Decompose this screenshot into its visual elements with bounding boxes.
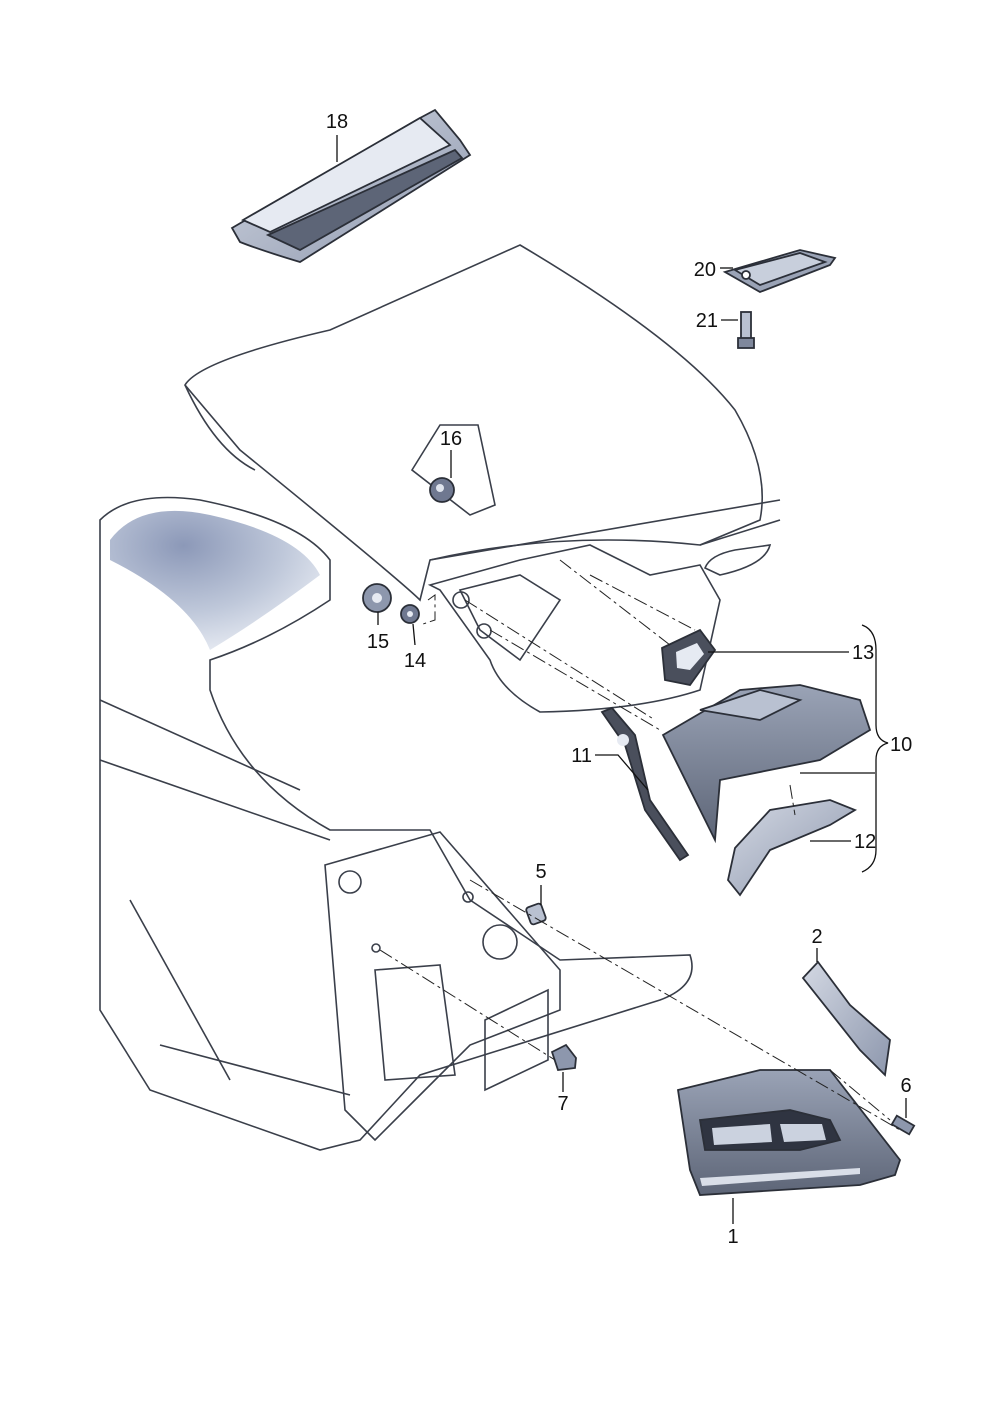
tail-light-cavity [324,831,561,1142]
boot-lid [184,244,781,602]
callout-20: 20 [694,259,716,281]
part-20-number-plate-light [722,249,837,293]
callout-6: 6 [900,1075,911,1097]
part-2-trim [801,960,891,1077]
callout-2: 2 [811,926,822,948]
part-21-screw [737,311,755,349]
alignment-lines [379,559,901,1131]
part-11-gasket [600,706,690,862]
callout-1: 1 [727,1226,738,1248]
callout-14: 14 [404,650,426,672]
trunk-inner-panel [427,544,721,713]
part-6-screw [890,1114,916,1136]
part-10-inner-tail-light [661,684,872,844]
part-15-grommet [362,583,392,613]
callout-18: 18 [326,111,348,133]
callout-11: 11 [571,745,592,767]
part-12-bracket [727,799,858,897]
callout-10: 10 [890,734,912,756]
part-1-outer-tail-light [676,1069,902,1196]
part-13-seal [661,628,717,686]
callout-13: 13 [852,642,874,664]
part-5-clip [525,902,547,926]
part-7-grommet [550,1043,577,1071]
callout-7: 7 [557,1093,568,1115]
part-16-nut [429,477,455,503]
part-18-high-level-brake-light [230,108,472,263]
callout-labels: 18 20 21 16 15 14 13 11 10 12 5 7 2 6 1 [326,111,912,1248]
callout-16: 16 [440,428,462,450]
callout-5: 5 [535,861,546,883]
callout-21: 21 [696,310,718,332]
leader-lines [336,135,907,1224]
callout-12: 12 [854,831,876,853]
inset-frame-16 [410,424,496,516]
part-14-nut [400,604,420,624]
rear-quarter-panel [99,496,693,1151]
callout-15: 15 [367,631,389,653]
